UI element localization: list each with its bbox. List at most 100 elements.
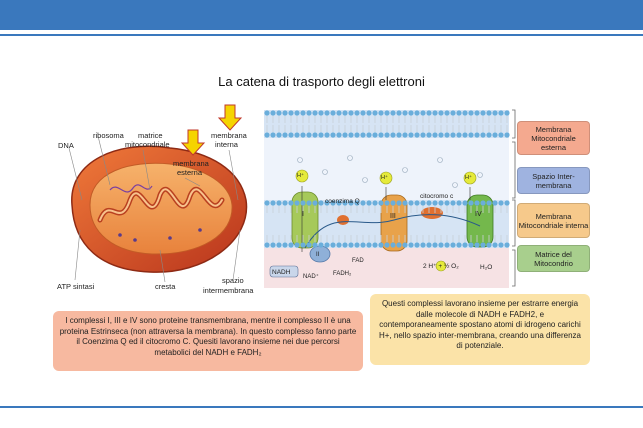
lipid-head: [396, 110, 402, 116]
lipid-head: [480, 200, 486, 206]
lipid-head: [336, 200, 342, 206]
lipid-head: [348, 132, 354, 138]
lipid-head: [330, 110, 336, 116]
lipid-head: [462, 110, 468, 116]
lipid-head: [300, 132, 306, 138]
side-label-matrix: Matrice del Mitocondrio: [517, 245, 590, 272]
lipid-head: [468, 132, 474, 138]
lipid-head: [312, 200, 318, 206]
complex-4-label: IV: [475, 211, 482, 218]
lipid-head: [498, 132, 504, 138]
lipid-head: [426, 132, 432, 138]
hplus-3: H⁺: [465, 175, 472, 181]
lipid-head: [402, 242, 408, 248]
lipid-head: [408, 200, 414, 206]
label-membrana-esterna-2: esterna: [177, 168, 203, 177]
label-mitocondriale: mitocondriale: [125, 140, 170, 149]
lipid-head: [372, 242, 378, 248]
water-label: H₂O: [480, 264, 493, 271]
lipid-head: [486, 242, 492, 248]
lipid-head: [456, 200, 462, 206]
lipid-head: [288, 132, 294, 138]
lipid-head: [462, 242, 468, 248]
lipid-head: [450, 242, 456, 248]
lipid-head: [390, 200, 396, 206]
side-label-outer-membrane: Membrana Mitocondriale esterna: [517, 121, 590, 155]
lipid-head: [480, 110, 486, 116]
lipid-head: [336, 110, 342, 116]
nadh-label: NADH: [272, 269, 291, 276]
lipid-head: [312, 132, 318, 138]
lipid-head: [270, 242, 276, 248]
lipid-head: [312, 242, 318, 248]
lipid-head: [456, 110, 462, 116]
lipid-head: [354, 132, 360, 138]
lipid-head: [480, 242, 486, 248]
lipid-head: [276, 110, 282, 116]
lipid-head: [474, 110, 480, 116]
side-label-inner-membrane: Membrana Mitocondriale interna: [517, 203, 590, 238]
lipid-head: [264, 200, 270, 206]
lipid-head: [318, 242, 324, 248]
lipid-head: [468, 242, 474, 248]
lipid-head: [300, 110, 306, 116]
coenzima-q-label: coenzima Q: [325, 198, 360, 205]
lipid-head: [348, 242, 354, 248]
lipid-head: [294, 242, 300, 248]
lipid-head: [450, 110, 456, 116]
lipid-head: [324, 200, 330, 206]
lipid-head: [384, 110, 390, 116]
complex-3-label: III: [390, 213, 396, 220]
lipid-head: [372, 110, 378, 116]
lipid-head: [342, 242, 348, 248]
lipid-head: [486, 110, 492, 116]
lipid-head: [414, 200, 420, 206]
lipid-head: [282, 200, 288, 206]
lipid-head: [288, 242, 294, 248]
lipid-head: [468, 200, 474, 206]
label-membrana-esterna-1: membrana: [173, 159, 209, 168]
lipid-head: [366, 242, 372, 248]
lipid-head: [462, 132, 468, 138]
hplus-2: H⁺: [381, 175, 388, 181]
lipid-head: [432, 242, 438, 248]
lipid-head: [282, 242, 288, 248]
lipid-head: [408, 110, 414, 116]
lipid-head: [294, 200, 300, 206]
info-box-right: Questi complessi lavorano insieme per es…: [370, 294, 590, 365]
lipid-head: [444, 200, 450, 206]
lipid-head: [504, 132, 510, 138]
lipid-head: [492, 242, 498, 248]
header-divider: [0, 34, 643, 36]
lipid-head: [384, 132, 390, 138]
lipid-head: [420, 110, 426, 116]
lipid-head: [378, 132, 384, 138]
lipid-head: [378, 242, 384, 248]
lipid-head: [276, 132, 282, 138]
lipid-head: [264, 242, 270, 248]
lipid-head: [408, 132, 414, 138]
lipid-head: [336, 132, 342, 138]
label-membrana-interna-2: interna: [215, 140, 238, 149]
label-ribosoma: ribosoma: [93, 131, 124, 140]
lipid-head: [408, 242, 414, 248]
lipid-head: [456, 242, 462, 248]
lipid-head: [372, 132, 378, 138]
citocromo-c-label: citocromo c: [420, 193, 454, 200]
lipid-head: [360, 132, 366, 138]
lipid-head: [354, 200, 360, 206]
lipid-head: [342, 110, 348, 116]
label-atp-sintasi: ATP sintasi: [57, 282, 95, 291]
lipid-head: [444, 242, 450, 248]
lipid-head: [402, 200, 408, 206]
lipid-head: [288, 110, 294, 116]
lipid-head: [420, 132, 426, 138]
lipid-head: [288, 200, 294, 206]
lipid-head: [264, 110, 270, 116]
lipid-head: [264, 132, 270, 138]
lipid-head: [270, 132, 276, 138]
lipid-head: [426, 242, 432, 248]
lipid-head: [432, 200, 438, 206]
label-matrice: matrice: [138, 131, 163, 140]
hplus-1: H⁺: [297, 173, 304, 179]
